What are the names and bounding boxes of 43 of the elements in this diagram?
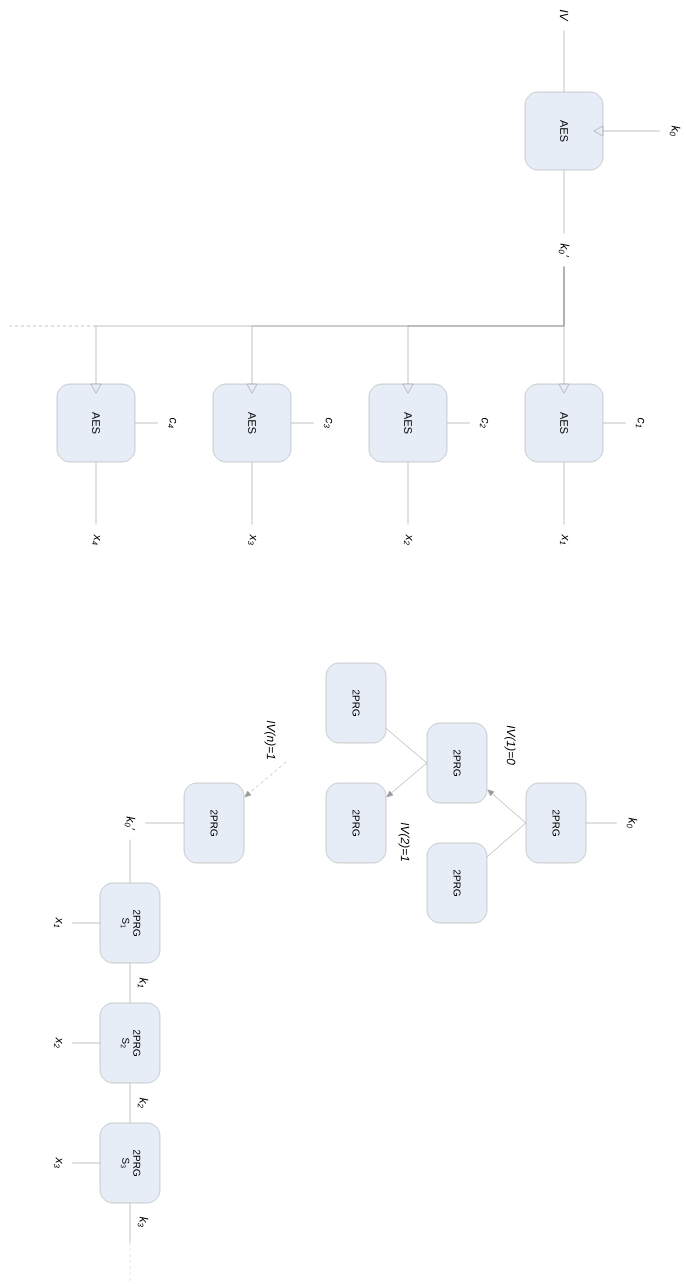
edge-label: k$_{2}$ (136, 1096, 150, 1110)
aes-box: AES (524, 383, 604, 463)
prg-box: 2PRG (525, 782, 587, 864)
variable-label: x$_{4}$ (91, 534, 101, 545)
prg-box: 2PRG (325, 782, 387, 864)
prg-box: 2PRG S$_{3}$ (99, 1122, 161, 1204)
edge-label: k$_{1}$ (136, 976, 150, 990)
variable-label: x$_{3}$ (247, 534, 257, 545)
edge-label: IV(n)=1 (263, 719, 277, 761)
aes-box: AES (56, 383, 136, 463)
prg-box: 2PRG S$_{1}$ (99, 882, 161, 964)
edge-label: IV(2)=1 (397, 821, 411, 863)
variable-label: x$_{1}$ (559, 534, 569, 545)
aes-box: AES (368, 383, 448, 463)
prg-box: 2PRG (426, 722, 488, 804)
variable-label: x$_{1}$ (53, 917, 63, 928)
aes-box: AES (524, 91, 604, 171)
variable-label: k$_{0}$' (558, 243, 570, 257)
connector (487, 789, 527, 824)
variable-label: x$_{2}$ (53, 1037, 63, 1048)
variable-label: k$_{0}$ (669, 125, 681, 136)
variable-label: IV (559, 9, 569, 22)
variable-label: k$_{0}$ (626, 817, 638, 828)
variable-label: c$_{1}$ (635, 417, 645, 428)
variable-label: c$_{4}$ (167, 417, 177, 428)
variable-label: k$_{0}$' (124, 816, 136, 830)
edge-label: IV(1)=0 (503, 724, 517, 766)
prg-box: 2PRG (183, 782, 245, 864)
prg-box: 2PRG (325, 662, 387, 744)
prg-box: 2PRG (426, 842, 488, 924)
variable-label: x$_{3}$ (53, 1157, 63, 1168)
connector (385, 728, 428, 764)
edge-label: k$_{3}$ (136, 1215, 150, 1229)
variable-label: c$_{3}$ (323, 417, 333, 428)
connector (244, 761, 287, 798)
variable-label: c$_{2}$ (479, 417, 489, 428)
connector (593, 125, 660, 137)
connector (386, 762, 428, 798)
aes-box: AES (212, 383, 292, 463)
connector (486, 822, 527, 857)
variable-label: x$_{2}$ (403, 534, 413, 545)
connector (90, 266, 565, 394)
prg-box: 2PRG S$_{2}$ (99, 1002, 161, 1084)
